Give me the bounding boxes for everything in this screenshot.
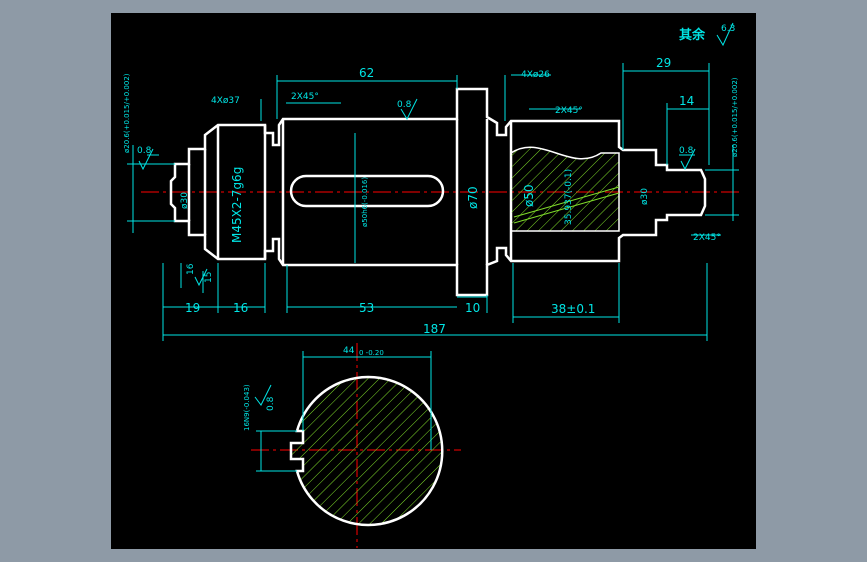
key-width-dim: 44 xyxy=(343,346,355,356)
key-width-tol: 0 -0.20 xyxy=(359,349,384,357)
drawing-sheet: 其余 6.3 62 29 14 2X45° 2X45° 2X45° 4Xø37 … xyxy=(111,13,756,549)
gear-dim: 35.937(-0.1) xyxy=(564,169,574,225)
roughness-label: 其余 xyxy=(679,27,706,43)
dim-10: 10 xyxy=(465,301,480,315)
dim-d30-right: ø30 xyxy=(640,188,650,205)
thread-spec: M45X2-7g6g xyxy=(230,167,244,243)
keyway-roughness: 0.8 xyxy=(266,396,276,411)
section-circle xyxy=(289,375,444,527)
dim-187: 187 xyxy=(423,322,446,336)
dim-chamfer-right-top: 2X45° xyxy=(555,106,583,116)
dim-dia-37: 4Xø37 xyxy=(211,96,240,106)
dim-14: 14 xyxy=(679,94,694,108)
roughness-symbols xyxy=(138,22,734,406)
dim-d50-mid: ø50h6(-0.016) xyxy=(361,177,369,227)
dim-chamfer-left: 2X45° xyxy=(291,92,319,102)
dim-d70: ø70 xyxy=(466,186,480,209)
roughness-08-a: 0.8 xyxy=(397,100,412,110)
dimension-lines xyxy=(127,63,739,341)
dim-29: 29 xyxy=(656,56,671,70)
dim-d30-left: ø30 xyxy=(180,192,190,209)
dim-d50-right: ø50 xyxy=(522,184,536,207)
dim-38: 38±0.1 xyxy=(551,302,595,316)
shaft-drawing: 其余 6.3 62 29 14 2X45° 2X45° 2X45° 4Xø37 … xyxy=(123,22,741,548)
dim-16: 16 xyxy=(233,301,248,315)
shaft-outline xyxy=(169,87,707,297)
dim-16-vertical: 16 xyxy=(186,263,196,275)
roughness-08-c: 0.8 xyxy=(679,146,694,156)
dim-right-fit: ø20.6(+0.015/+0.002) xyxy=(731,77,739,157)
dim-53: 53 xyxy=(359,301,374,315)
dim-19: 19 xyxy=(185,301,200,315)
keyway-dim: 16N9(-0.043) xyxy=(243,384,251,431)
dim-62: 62 xyxy=(359,66,374,80)
roughness-08-b: 0.8 xyxy=(137,146,152,156)
section-dimensions xyxy=(256,351,432,472)
dim-left-fit: ø20.6(+0.015/+0.002) xyxy=(123,73,131,153)
dim-dia-26: 4Xø26 xyxy=(521,70,550,80)
roughness-value: 6.3 xyxy=(721,24,735,34)
dim-chamfer-right-bottom: 2X45° xyxy=(693,233,721,243)
keyway-slot xyxy=(289,174,445,208)
dim-15-vertical: 15 xyxy=(204,272,214,283)
